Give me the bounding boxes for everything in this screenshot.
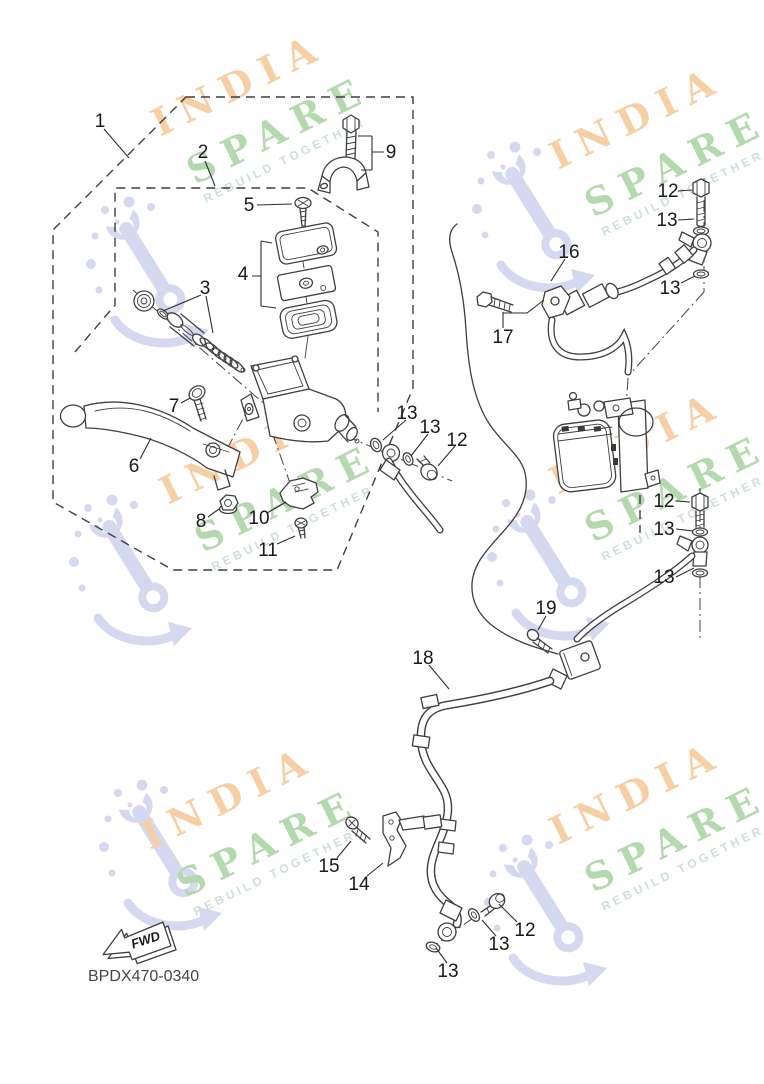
callout-label-14-25: 14 <box>348 874 370 895</box>
callout-label-12-7: 12 <box>657 181 678 202</box>
callout-label-12-28: 12 <box>514 920 535 941</box>
junction-screw-part19 <box>526 628 553 654</box>
callout-label-13-27: 13 <box>488 934 509 955</box>
abs-outlet-bolt-washers <box>676 492 709 578</box>
upper-brake-hose-run <box>449 223 559 655</box>
callout-label-12-19: 12 <box>653 491 674 512</box>
callout-label-8-16: 8 <box>196 511 207 532</box>
callout-label-10-17: 10 <box>248 508 269 529</box>
mid-washers-and-union-bolt <box>369 437 438 481</box>
hose-junction-block <box>546 640 601 690</box>
part-code-label: BPDX470-0340 <box>88 968 199 985</box>
reservoir-cap-screw-part5 <box>294 196 312 227</box>
callout-label-13-21: 13 <box>653 567 674 588</box>
callout-label-6-12: 6 <box>129 456 140 477</box>
callout-label-9-2: 9 <box>386 142 397 163</box>
callout-label-13-20: 13 <box>653 519 674 540</box>
abs-inlet-hose-part16 <box>541 244 698 376</box>
front-brake-hose-part18 <box>411 676 555 942</box>
brake-lever-part6 <box>59 401 241 491</box>
callout-label-12-15: 12 <box>446 430 467 451</box>
stay-screw-part15 <box>345 816 371 844</box>
reservoir-cap <box>275 222 338 265</box>
callout-label-19-22: 19 <box>535 598 556 619</box>
stay-bracket-part10 <box>279 477 319 510</box>
callout-label-1-0: 1 <box>95 111 106 132</box>
flange-bolt-part17 <box>476 291 514 313</box>
callout-label-7-11: 7 <box>169 396 180 417</box>
callout-label-4-4: 4 <box>238 264 249 285</box>
master-cylinder-body <box>240 355 360 444</box>
master-cylinder-hose-end <box>379 457 444 534</box>
piston-kit-part3 <box>133 290 246 373</box>
reservoir-diaphragm <box>279 299 338 339</box>
abs-modulator-unit <box>552 391 661 493</box>
assembly-region-2-boundary <box>74 187 379 412</box>
callout-label-13-8: 13 <box>656 210 677 231</box>
callout-label-2-1: 2 <box>198 142 209 163</box>
callout-label-16-6: 16 <box>558 242 579 263</box>
callout-label-11-18: 11 <box>258 540 278 561</box>
callout-label-18-23: 18 <box>412 648 433 669</box>
callout-label-13-9: 13 <box>659 278 680 299</box>
callout-label-13-13: 13 <box>396 403 417 424</box>
hose-stay-part14 <box>382 811 443 867</box>
abs-to-junction-hose <box>573 552 696 643</box>
diaphragm-plate <box>276 264 337 302</box>
callout-label-5-3: 5 <box>244 195 255 216</box>
callout-label-13-26: 13 <box>437 961 458 982</box>
callout-label-15-24: 15 <box>318 856 339 877</box>
pivot-bolt-part7 <box>188 385 207 422</box>
flange-nut-part8 <box>218 494 239 515</box>
callout-label-13-14: 13 <box>419 417 440 438</box>
handlebar-clamp-part9 <box>317 114 370 194</box>
fwd-direction-arrow: FWD <box>102 921 177 965</box>
callout-label-3-5: 3 <box>200 278 211 299</box>
callout-label-17-10: 17 <box>492 327 513 348</box>
bracket-screw-part11 <box>294 517 308 539</box>
assembly-region-1-boundary <box>52 96 414 571</box>
